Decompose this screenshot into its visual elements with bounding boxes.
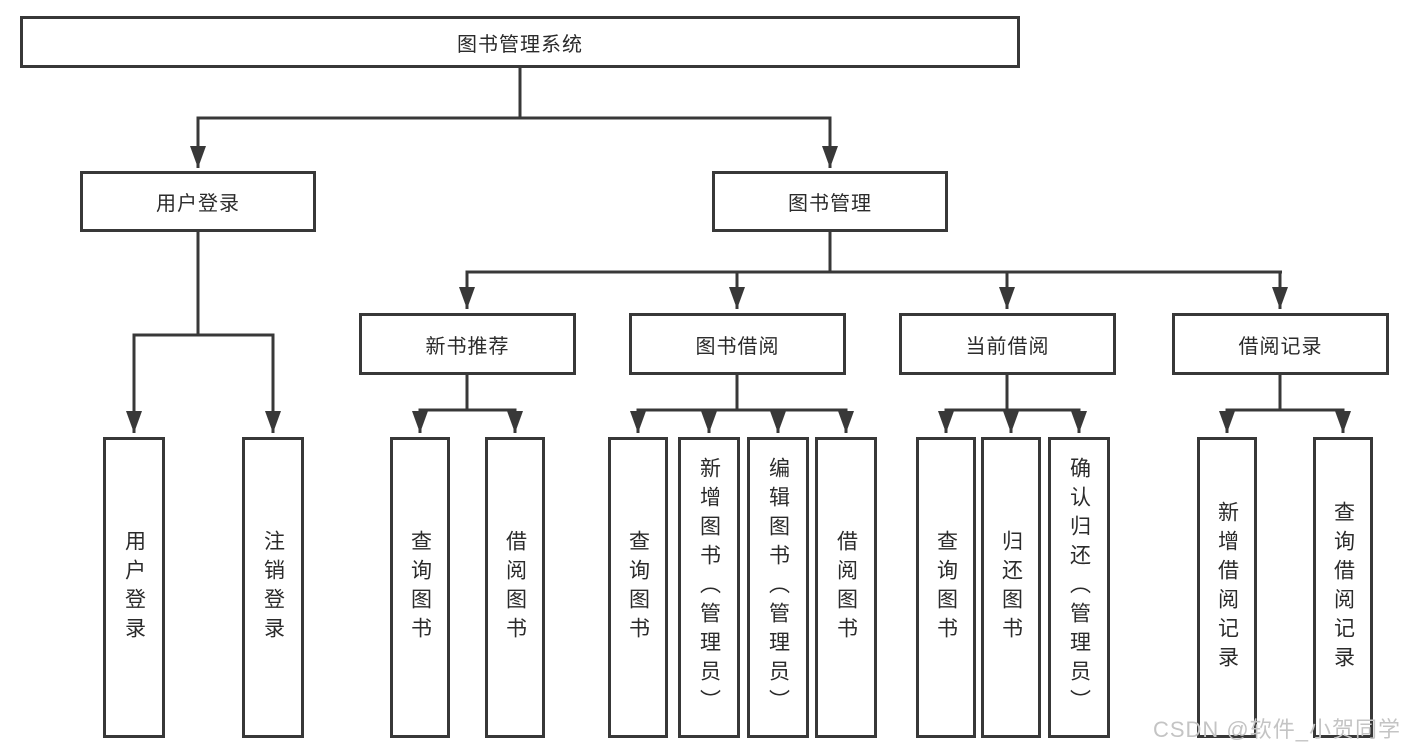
- leaf-label: 用户登录: [122, 529, 146, 646]
- node-book-management: 图书管理: [712, 171, 948, 232]
- leaf-br-add-borrow-record: 新增借阅记录: [1197, 437, 1257, 738]
- csdn-watermark: CSDN @软件_小贺同学: [1152, 717, 1401, 742]
- leaf-label: 查询图书: [408, 529, 432, 646]
- leaf-cb-confirm-return-admin: 确认归还（管理员）: [1048, 437, 1110, 738]
- node-label: 图书借阅: [695, 335, 780, 358]
- leaf-bb-add-books-admin: 新增图书（管理员）: [678, 437, 740, 738]
- leaf-label: 归还图书: [999, 529, 1023, 646]
- node-borrowing-records: 借阅记录: [1172, 313, 1389, 375]
- node-label: 用户登录: [156, 193, 240, 215]
- leaf-label: 查询图书: [934, 529, 958, 646]
- leaf-br-query-borrow-record: 查询借阅记录: [1313, 437, 1373, 738]
- leaf-nbr-borrow-books: 借阅图书: [485, 437, 545, 738]
- node-label: 图书管理系统: [457, 33, 583, 56]
- leaf-user-login: 用户登录: [103, 437, 165, 738]
- leaf-label: 确认归还（管理员）: [1067, 457, 1091, 718]
- node-label: 借阅记录: [1238, 335, 1323, 358]
- node-label: 当前借阅: [965, 335, 1050, 358]
- node-new-book-recommend: 新书推荐: [359, 313, 576, 375]
- node-current-borrowing: 当前借阅: [899, 313, 1116, 375]
- leaf-label: 查询借阅记录: [1331, 500, 1355, 675]
- leaf-bb-query-books: 查询图书: [608, 437, 668, 738]
- leaf-label: 注销登录: [261, 529, 285, 646]
- leaf-label: 新增借阅记录: [1215, 500, 1239, 675]
- leaf-label: 新增图书（管理员）: [697, 457, 721, 718]
- leaf-logout: 注销登录: [242, 437, 304, 738]
- leaf-label: 编辑图书（管理员）: [766, 457, 790, 718]
- node-label: 新书推荐: [425, 335, 510, 358]
- node-user-login: 用户登录: [80, 171, 316, 232]
- leaf-bb-edit-books-admin: 编辑图书（管理员）: [747, 437, 809, 738]
- leaf-label: 借阅图书: [834, 529, 858, 646]
- leaf-nbr-query-books: 查询图书: [390, 437, 450, 738]
- leaf-bb-borrow-books: 借阅图书: [815, 437, 877, 738]
- leaf-label: 借阅图书: [503, 529, 527, 646]
- leaf-cb-query-books: 查询图书: [916, 437, 976, 738]
- node-library-management-system: 图书管理系统: [20, 16, 1020, 68]
- node-book-borrowing: 图书借阅: [629, 313, 846, 375]
- node-label: 图书管理: [788, 193, 872, 215]
- leaf-label: 查询图书: [626, 529, 650, 646]
- leaf-cb-return-books: 归还图书: [981, 437, 1041, 738]
